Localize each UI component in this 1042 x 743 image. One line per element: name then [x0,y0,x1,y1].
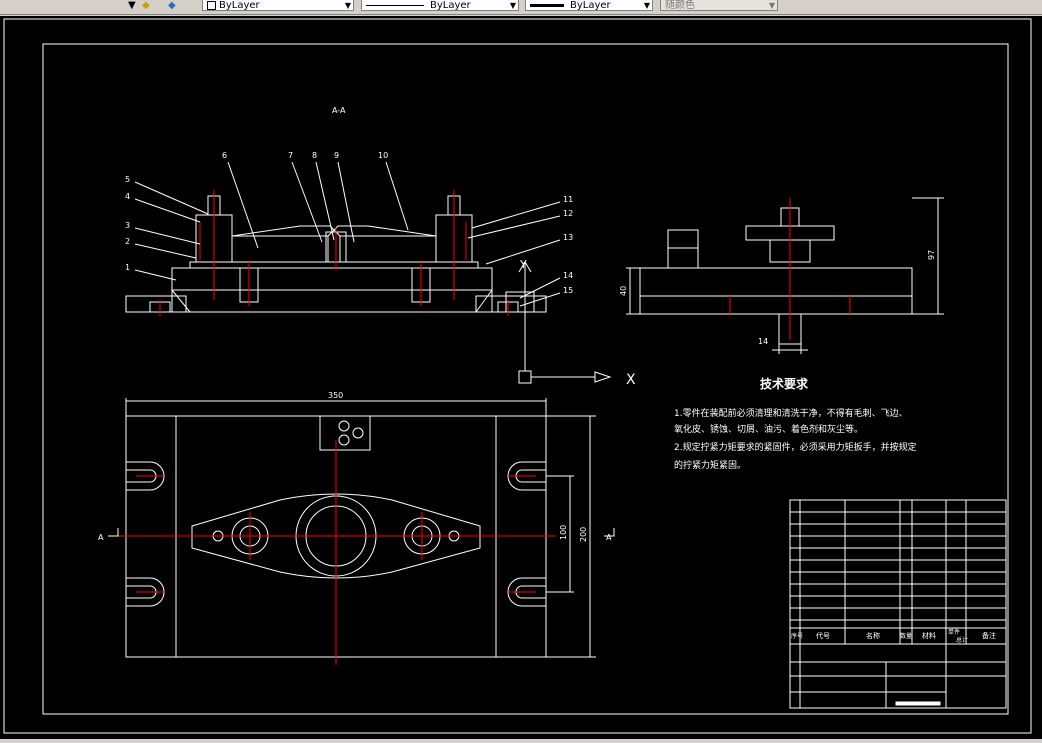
dim-overall-width: 350 [328,391,343,400]
part-number-13: 13 [563,233,573,242]
part-number-4: 4 [125,192,130,201]
tech-line-4: 的拧紧力矩紧固。 [674,459,746,471]
cad-drawing: A-A A A 5 4 3 2 1 6 7 8 9 10 11 12 13 14… [3,18,1032,734]
layer-previous-icon[interactable]: ◆ [168,0,176,11]
part-number-14: 14 [563,271,573,280]
side-view [639,207,913,345]
part-number-7: 7 [288,151,293,160]
tech-line-1: 1.零件在装配前必须清理和清洗干净，不得有毛刺、飞边、 [674,407,908,419]
status-strip [0,739,1042,743]
dropdown-arrow-icon[interactable]: ▼ [128,0,136,11]
plan-dims [108,398,615,658]
properties-toolbar: ▼ ◆ ◆ ByLayer▼ ByLayer▼ ByLayer▼ 随颜色▼ [0,0,1042,15]
bom-header-index: 序号 [791,632,803,640]
bom-header-name: 名称 [866,631,880,640]
linetype-dropdown[interactable]: ByLayer▼ [361,0,519,11]
bom-header-qty: 数量 [900,632,912,640]
parts-list [789,499,1007,709]
dim-14: 14 [758,337,768,346]
part-number-2: 2 [125,237,130,246]
side-view-centerline [729,198,851,340]
color-swatch-icon [207,0,216,10]
dim-97: 97 [927,250,936,260]
part-number-5: 5 [125,175,130,184]
lineweight-dropdown[interactable]: ByLayer▼ [525,0,653,11]
sheet-border [3,18,1032,734]
bom-header-remark: 备注 [982,631,996,640]
leader-lines [134,161,561,307]
ucs-icon [518,261,612,384]
dim-40: 40 [619,286,628,296]
section-red-centerlines [159,190,509,316]
bom-header-material: 材料 [922,631,936,640]
part-number-12: 12 [563,209,573,218]
ucs-y-label: Y [519,258,527,271]
lineweight-sample [530,3,564,7]
part-number-3: 3 [125,221,130,230]
section-view [125,195,547,313]
part-number-10: 10 [378,151,388,160]
bom-header-code: 代号 [816,631,830,640]
dim-100: 100 [559,525,568,540]
part-number-1: 1 [125,263,130,272]
chevron-down-icon: ▼ [643,1,650,10]
section-label: A-A [332,106,346,115]
chevron-down-icon: ▼ [344,1,351,10]
ucs-x-label: X [626,372,636,388]
tech-line-3: 2.规定拧紧力矩要求的紧固件，必须采用力矩扳手，并按规定 [674,441,917,453]
section-arrow-right: A [606,533,612,542]
part-number-11: 11 [563,195,573,204]
part-number-15: 15 [563,286,573,295]
chevron-down-icon: ▼ [509,1,516,10]
drawing-frame [42,43,1009,715]
chevron-down-icon: ▼ [768,1,775,10]
layer-states-icon[interactable]: ◆ [142,0,150,11]
plan-red-centerlines [118,440,556,665]
part-number-9: 9 [334,151,339,160]
tech-requirements-title: 技术要求 [760,376,809,391]
part-number-8: 8 [312,151,317,160]
linetype-sample [366,4,424,6]
side-dims [626,197,944,354]
drawing-canvas[interactable]: A-A A A 5 4 3 2 1 6 7 8 9 10 11 12 13 14… [0,16,1042,739]
section-arrow-left: A [98,533,104,542]
part-number-6: 6 [222,151,227,160]
dim-200: 200 [579,527,588,542]
bom-header-total: 总计 [956,636,968,644]
color-dropdown[interactable]: ByLayer▼ [202,0,354,11]
tech-line-2: 氧化皮、锈蚀、切屑、油污、着色剂和灰尘等。 [674,423,863,435]
plotstyle-dropdown: 随颜色▼ [660,0,778,11]
annotation-text: A-A A A 5 4 3 2 1 6 7 8 9 10 11 12 13 14… [98,106,996,644]
bom-header-unit: 单件 [948,628,960,636]
